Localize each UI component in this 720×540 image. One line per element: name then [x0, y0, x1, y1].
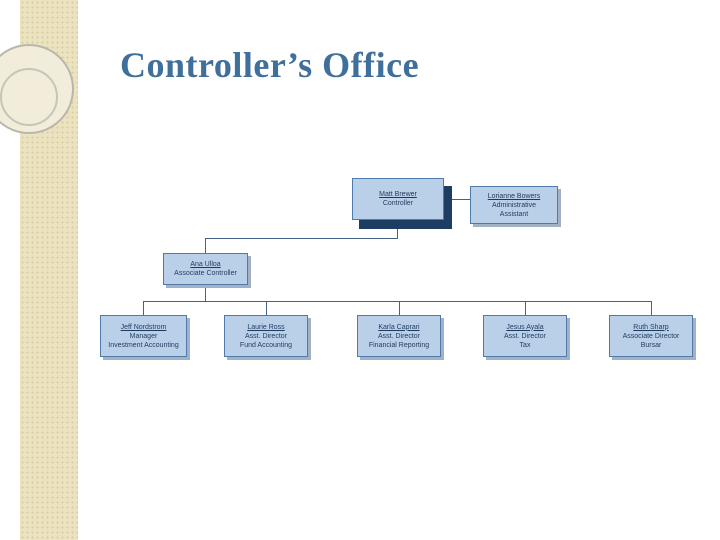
- person-role: Manager: [129, 332, 158, 340]
- person-name: Ana Ulloa: [190, 261, 221, 268]
- person-role: Fund Accounting: [239, 341, 293, 349]
- connector-line: [266, 301, 267, 315]
- person-role: Associate Director: [622, 332, 680, 340]
- connector-line: [525, 301, 526, 315]
- node-fund-accounting: Laurie Ross Asst. Director Fund Accounti…: [224, 315, 308, 357]
- person-role: Investment Accounting: [108, 341, 179, 349]
- person-role: Tax: [519, 341, 531, 349]
- person-name: Jesus Ayala: [506, 323, 544, 331]
- connector-line: [397, 220, 398, 238]
- person-name: Ruth Sharp: [633, 323, 669, 331]
- person-role: Associate Controller: [174, 270, 237, 277]
- person-role: Bursar: [640, 341, 662, 349]
- person-name: Jeff Nordstrom: [120, 323, 167, 331]
- person-name: Matt Brewer: [379, 191, 417, 198]
- connector-line: [399, 301, 400, 315]
- connector-line: [143, 301, 144, 315]
- person-role: Asst. Director: [244, 332, 287, 340]
- decorative-circle-small-icon: [0, 68, 58, 126]
- node-admin-assistant: Lorianne Bowers Administrative Assistant: [470, 186, 558, 224]
- person-role: Assistant: [499, 210, 529, 218]
- connector-line: [205, 238, 398, 239]
- node-financial-reporting: Karla Caprari Asst. Director Financial R…: [357, 315, 441, 357]
- person-role: Controller: [382, 200, 414, 207]
- connector-line: [205, 285, 206, 301]
- person-role: Asst. Director: [503, 332, 546, 340]
- node-controller: Matt Brewer Controller: [352, 178, 444, 220]
- connector-line: [143, 301, 651, 302]
- person-role: Asst. Director: [377, 332, 420, 340]
- page-title: Controller’s Office: [120, 45, 420, 85]
- person-name: Karla Caprari: [378, 323, 420, 331]
- connector-line: [651, 301, 652, 315]
- node-associate-controller: Ana Ulloa Associate Controller: [163, 253, 248, 285]
- connector-line: [444, 199, 470, 200]
- person-name: Lorianne Bowers: [487, 192, 541, 200]
- connector-line: [205, 238, 206, 253]
- node-bursar: Ruth Sharp Associate Director Bursar: [609, 315, 693, 357]
- node-investment-accounting: Jeff Nordstrom Manager Investment Accoun…: [100, 315, 187, 357]
- person-name: Laurie Ross: [247, 323, 285, 331]
- person-role: Administrative: [492, 201, 536, 209]
- person-role: Financial Reporting: [368, 341, 430, 349]
- node-tax: Jesus Ayala Asst. Director Tax: [483, 315, 567, 357]
